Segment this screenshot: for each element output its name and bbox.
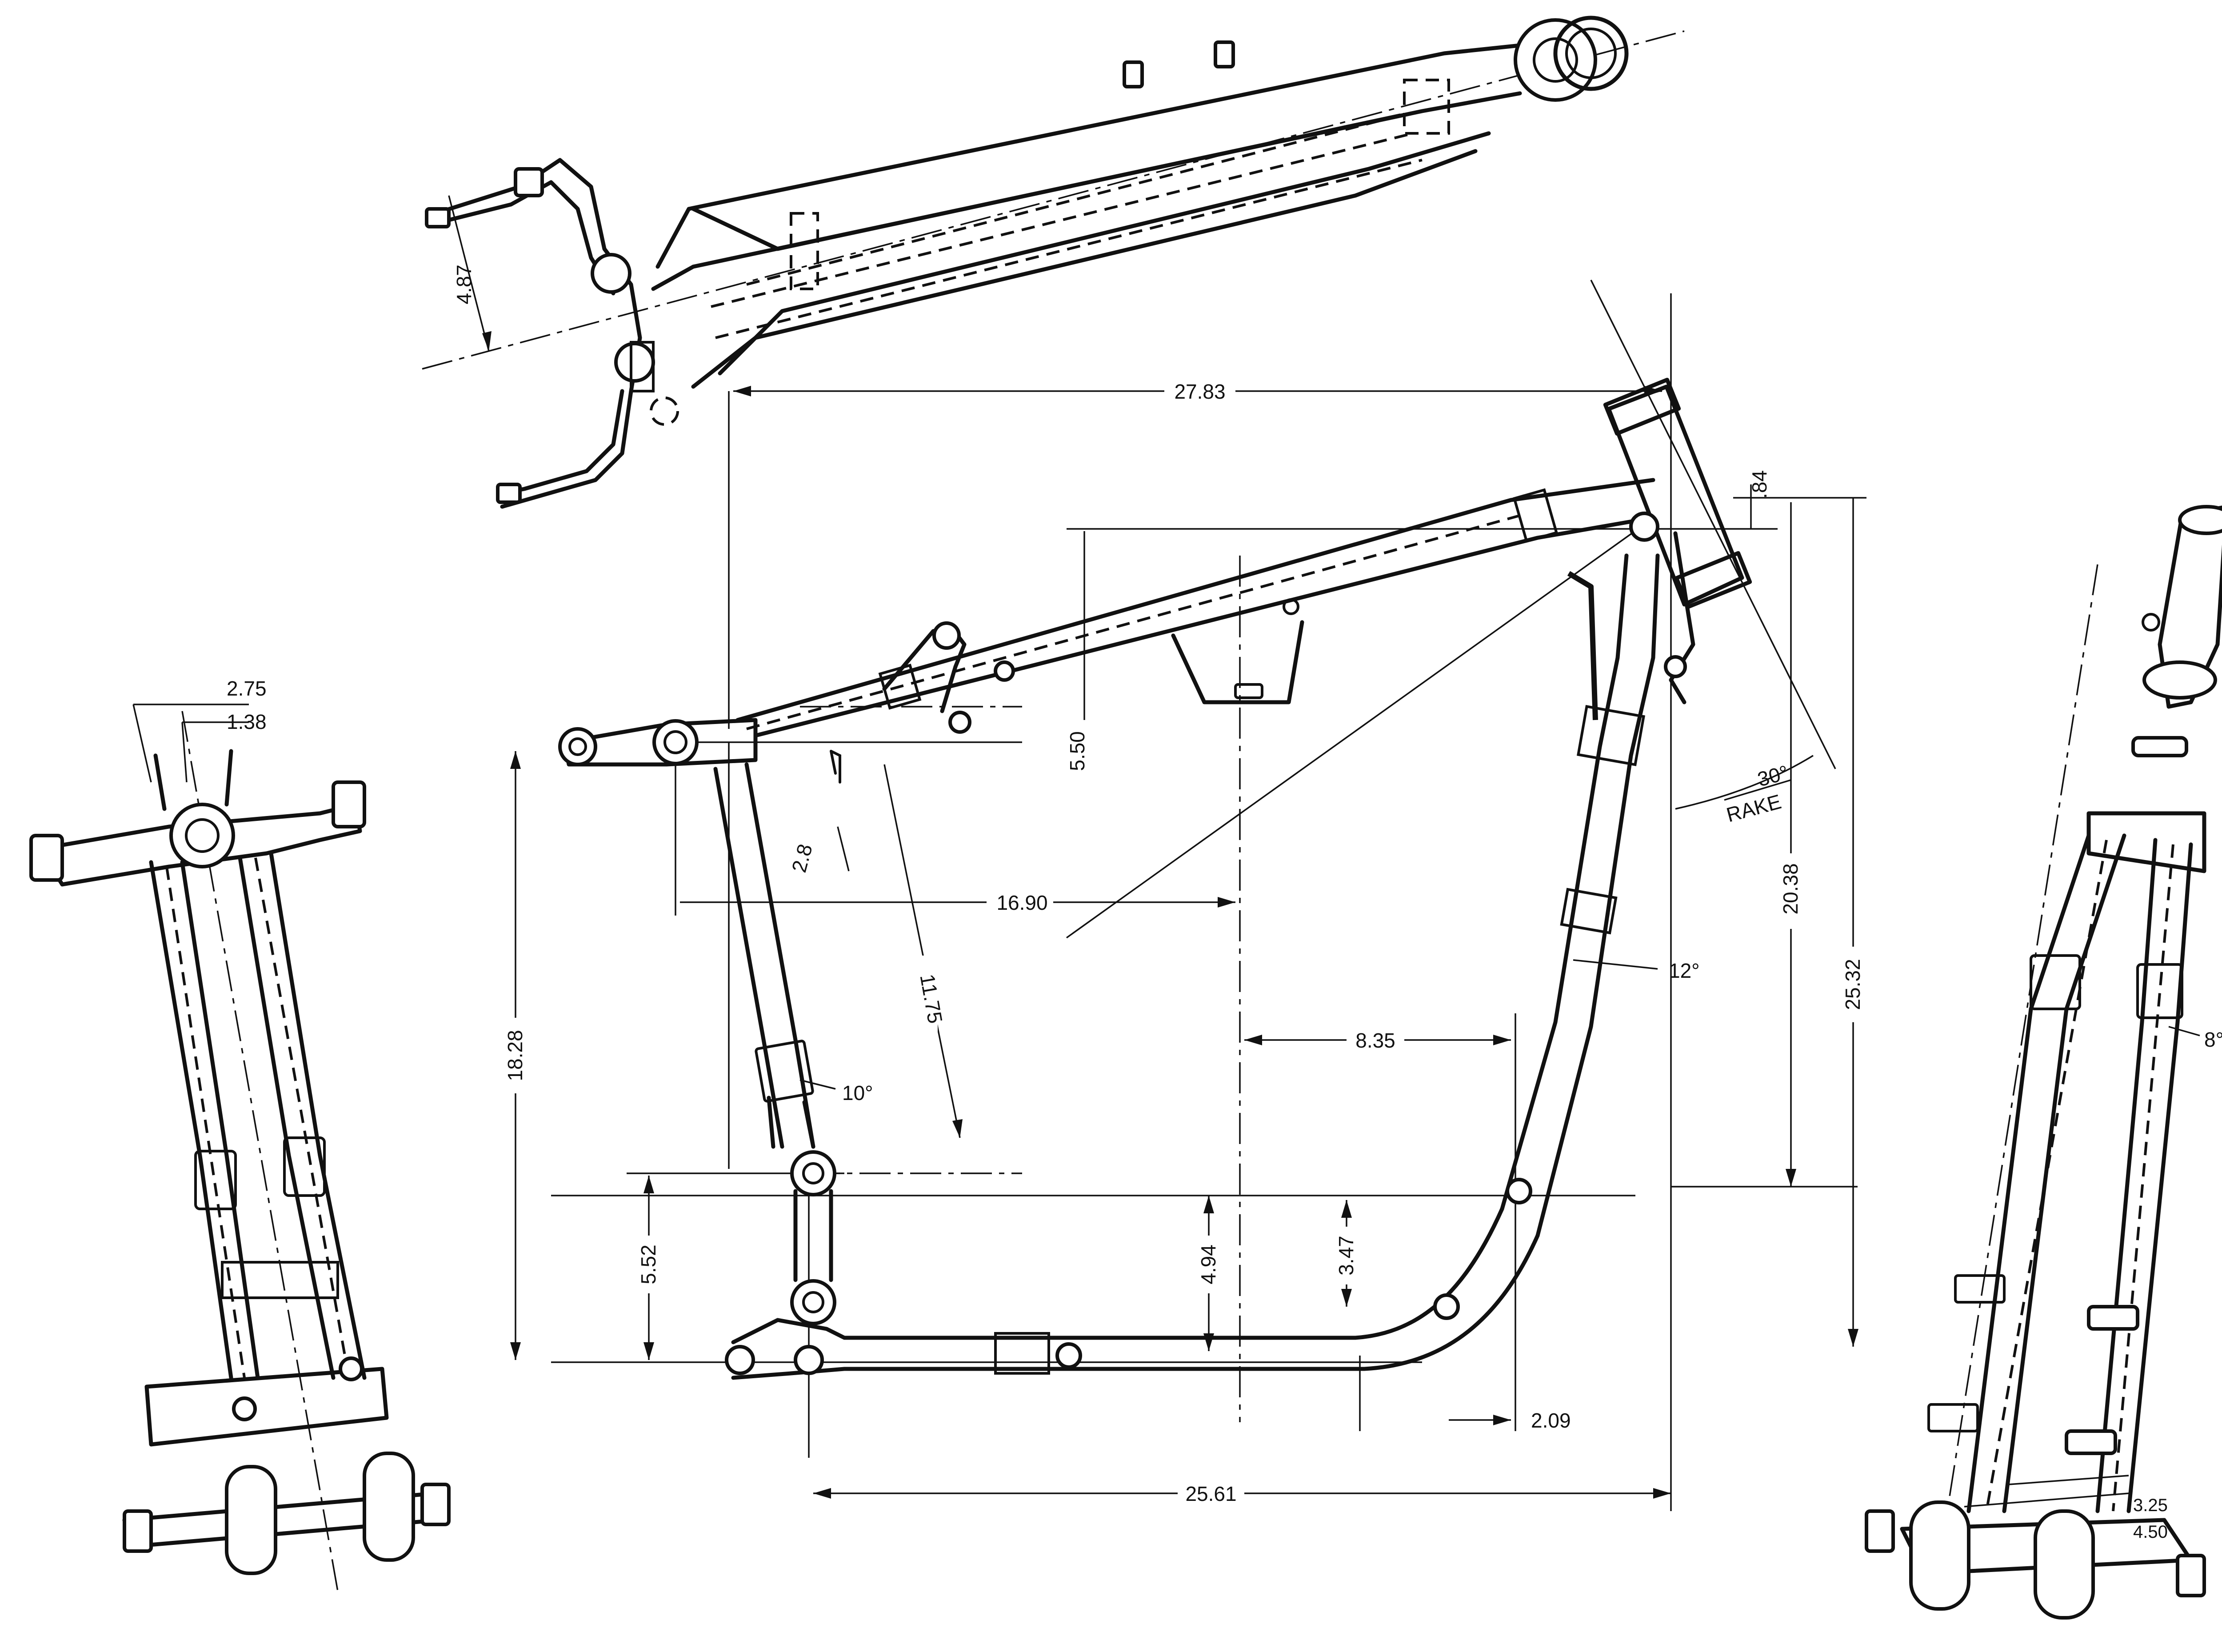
top-tab-1 [1123,60,1144,88]
rear-axle-lug-left [425,207,451,228]
rear-view: 2.75 1.38 [29,677,451,1592]
seat-mount-upper [932,621,961,650]
shock-mount-lower [614,342,655,383]
dim-front-width-outer: 4.50 [2133,1522,2168,1542]
dim-lower-center-offset: 8.35 [1355,1029,1395,1052]
dim-rake-label: RAKE [1724,790,1783,827]
dim-seat-to-center: 16.90 [996,891,1047,914]
dim-front-mount-offset: 2.09 [1531,1409,1571,1432]
top-tab-2 [1214,40,1235,68]
shock-mount-upper [591,253,631,294]
dim-motor-mount-height: 4.94 [1197,1244,1220,1284]
dim-front-width-inner: 3.25 [2133,1496,2168,1515]
dim-overall-height: 25.32 [1841,959,1864,1010]
dim-rake-angle: 30° [1755,760,1791,791]
dim-seat-height: 5.50 [1066,731,1089,771]
dim-wheelbase: 25.61 [1185,1482,1236,1505]
rear-axle-lug-right [496,483,522,504]
dim-front-mount-height: 3.47 [1335,1236,1358,1276]
dim-rear-height: 18.28 [504,1030,527,1081]
side-dimensions: 27.83 .84 5.50 30° RAKE 2.8 16.90 11.75 … [502,378,1866,1507]
dim-rear-width-inner: 1.38 [227,710,267,733]
dim-top-view-width: 4.87 [452,264,476,304]
dim-down-tube-angle: 12° [1669,959,1700,982]
top-view: 4.87 [422,16,1685,509]
front-view: 8° 3.25 4.50 [1865,505,2222,1620]
dim-head-height: 20.38 [1779,863,1802,914]
side-view [551,280,1866,1511]
dim-head-offset: .84 [1748,470,1771,499]
dim-front-angle: 8° [2204,1028,2222,1051]
dim-seat-tube-angle: 10° [842,1081,873,1104]
dim-seat-post-offset: 2.8 [787,841,817,875]
dim-rear-width-outer: 2.75 [227,677,267,700]
dim-swing-pivot-height: 5.52 [637,1244,660,1284]
dim-top-tube-length: 27.83 [1174,380,1225,403]
